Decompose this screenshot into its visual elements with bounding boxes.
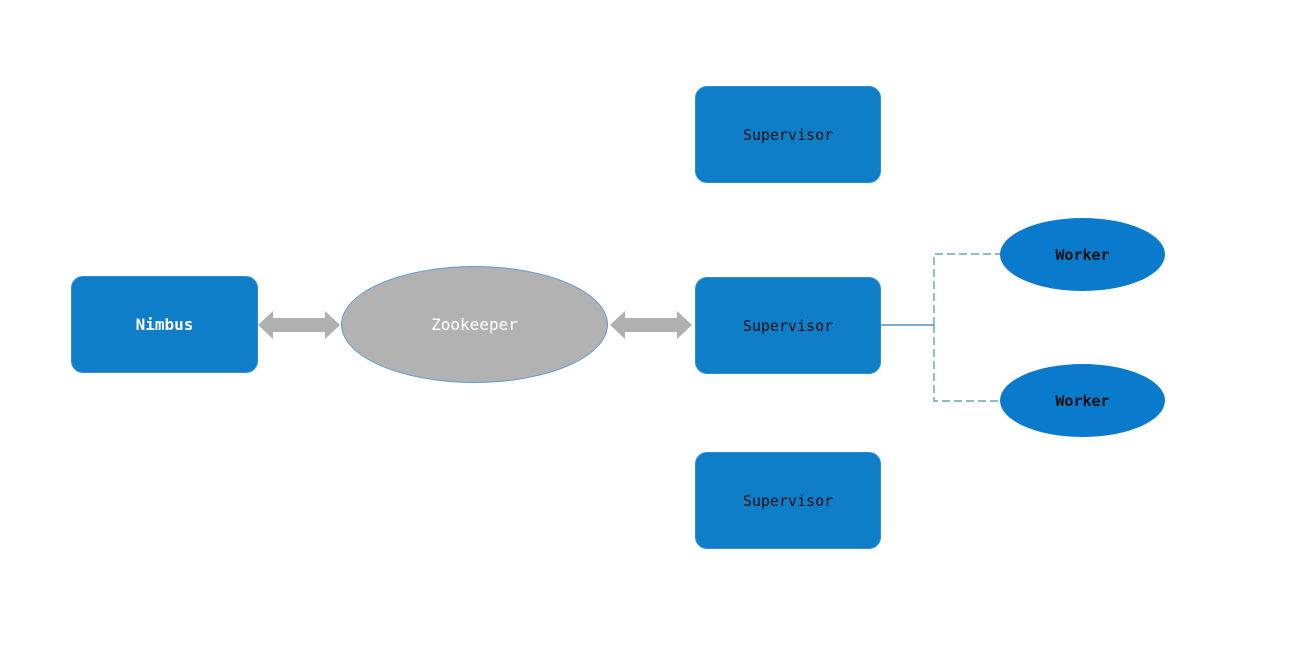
supervisor-node-top: Supervisor — [695, 86, 881, 183]
zookeeper-label: Zookeeper — [431, 315, 518, 334]
supervisor-node-bottom: Supervisor — [695, 452, 881, 549]
worker-node-bottom: Worker — [1000, 364, 1165, 437]
worker-branch-bottom — [933, 325, 1000, 402]
zookeeper-node: Zookeeper — [341, 266, 608, 383]
supervisor-label: Supervisor — [742, 491, 834, 510]
worker-label: Worker — [1055, 245, 1110, 264]
nimbus-label: Nimbus — [135, 315, 194, 334]
supervisor-label: Supervisor — [742, 316, 834, 335]
nimbus-zookeeper-arrow — [258, 311, 340, 339]
supervisor-node-middle: Supervisor — [695, 277, 881, 374]
nimbus-node: Nimbus — [71, 276, 258, 373]
supervisor-label: Supervisor — [742, 125, 834, 144]
worker-label: Worker — [1055, 391, 1110, 410]
zookeeper-supervisor-arrow — [610, 311, 692, 339]
worker-node-top: Worker — [1000, 218, 1165, 291]
worker-branch-top — [933, 253, 1000, 325]
